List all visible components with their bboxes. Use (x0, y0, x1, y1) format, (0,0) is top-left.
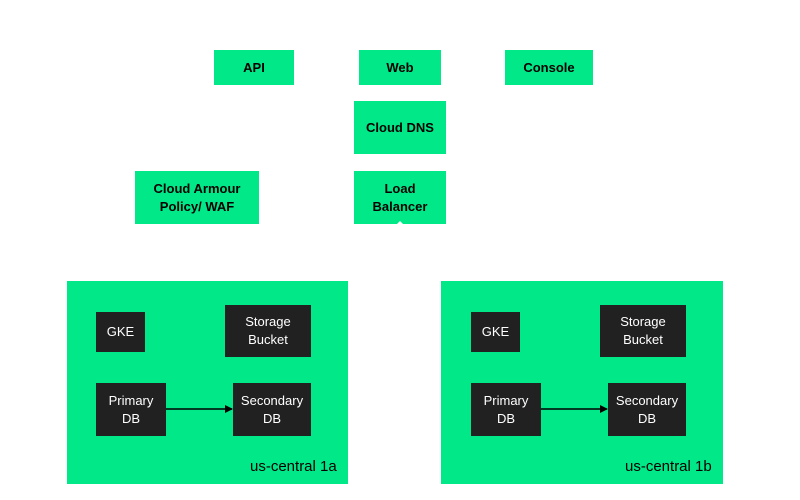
web-node: Web (359, 50, 441, 85)
gke-node: GKE (96, 312, 145, 352)
primary-db-node: Primary DB (471, 383, 541, 436)
storage-bucket-node: Storage Bucket (600, 305, 686, 357)
zone-us-central-1a: GKE Storage Bucket Primary DB Secondary … (67, 281, 348, 484)
cloud-dns-node: Cloud DNS (354, 101, 446, 154)
web-label: Web (386, 59, 414, 75)
primary-db-label: Primary DB (483, 392, 529, 426)
gke-label: GKE (481, 324, 510, 339)
load-balancer-tick (397, 221, 403, 224)
zone-label: us-central 1b (625, 458, 712, 475)
cloud-armour-label: Cloud Armour Policy/ WAF (153, 180, 241, 214)
console-node: Console (505, 50, 593, 85)
gke-node: GKE (471, 312, 520, 352)
load-balancer-node: Load Balancer (354, 171, 446, 224)
console-label: Console (523, 59, 575, 75)
storage-bucket-label: Storage Bucket (620, 314, 666, 347)
api-label: API (243, 59, 265, 75)
api-node: API (214, 50, 294, 85)
zone-us-central-1b: GKE Storage Bucket Primary DB Secondary … (441, 281, 723, 484)
zone-label: us-central 1a (250, 458, 337, 475)
storage-bucket-label: Storage Bucket (245, 314, 291, 347)
load-balancer-label: Load Balancer (372, 180, 428, 214)
cloud-dns-label: Cloud DNS (366, 119, 434, 135)
storage-bucket-node: Storage Bucket (225, 305, 311, 357)
gke-label: GKE (106, 324, 135, 339)
secondary-db-node: Secondary DB (233, 383, 311, 436)
cloud-armour-node: Cloud Armour Policy/ WAF (135, 171, 259, 224)
secondary-db-label: Secondary DB (615, 392, 679, 426)
primary-db-node: Primary DB (96, 383, 166, 436)
secondary-db-node: Secondary DB (608, 383, 686, 436)
primary-db-label: Primary DB (108, 392, 154, 426)
secondary-db-label: Secondary DB (240, 392, 304, 426)
